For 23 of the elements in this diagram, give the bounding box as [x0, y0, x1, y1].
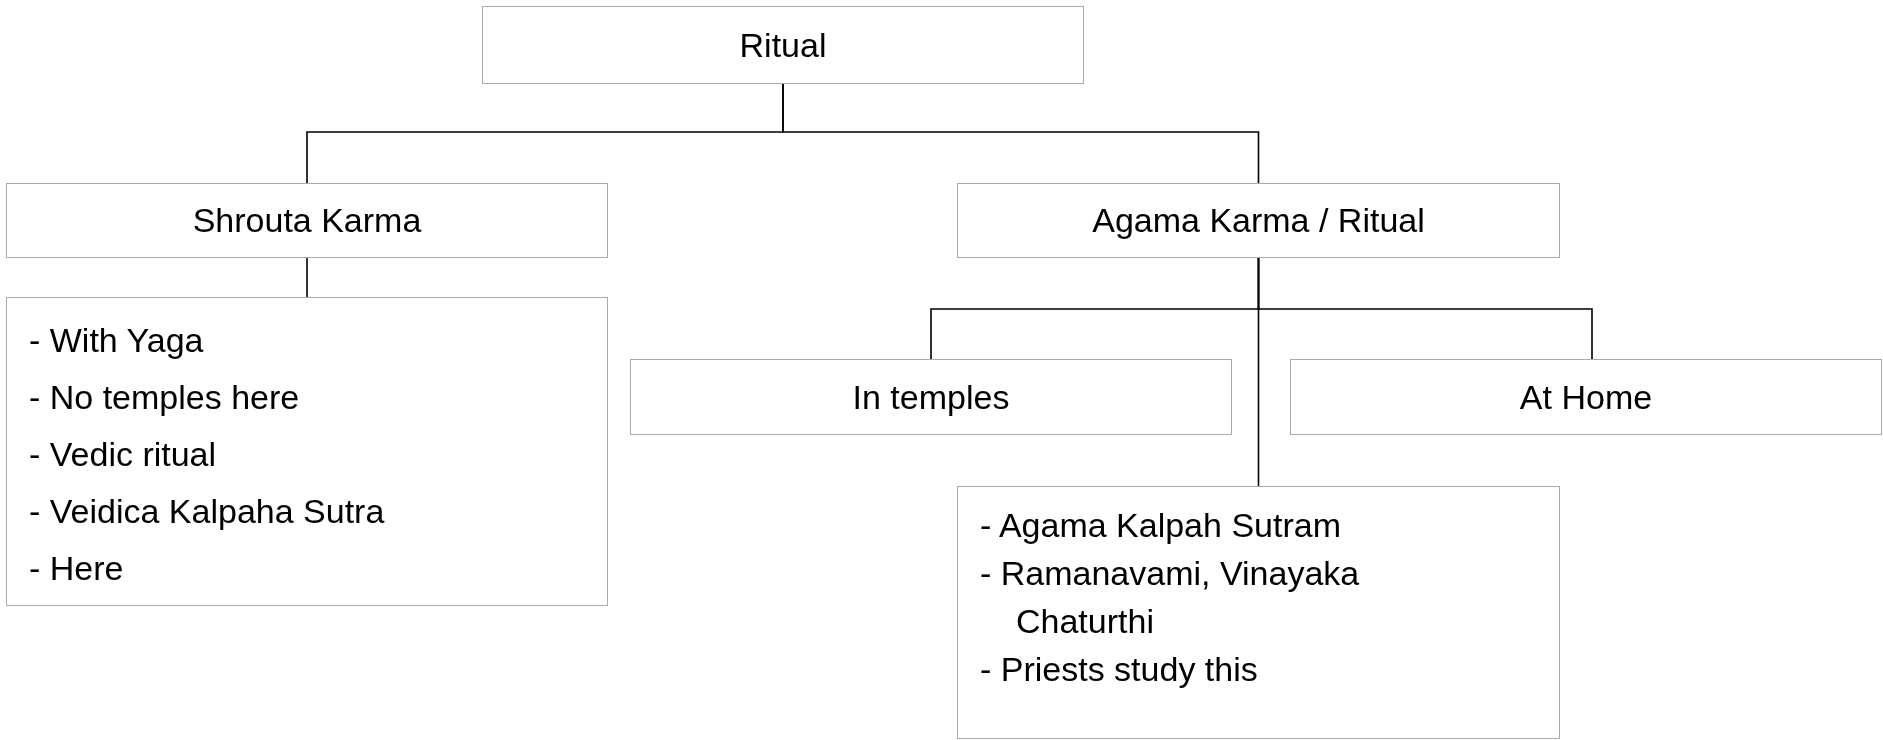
category-label: At Home [1519, 377, 1653, 417]
category-box [1290, 359, 1882, 435]
category-box [482, 6, 1084, 84]
list-item: - No temples here [29, 377, 301, 418]
list-item: - Veidica Kalpaha Sutra [29, 491, 386, 532]
list-item: - Priests study this [980, 649, 1259, 690]
connector-line [306, 257, 308, 298]
list-item: - Ramanavami, Vinayaka Chaturthi [980, 553, 1361, 642]
notes-box [957, 486, 1560, 739]
list-item: - Agama Kalpah Sutram [980, 505, 1342, 546]
notes-box [6, 297, 608, 606]
list-item: - Vedic ritual [29, 434, 218, 475]
list-item: - Here [29, 548, 125, 589]
category-box [630, 359, 1232, 435]
category-box [957, 183, 1560, 258]
list-item: - With Yaga [29, 320, 205, 361]
category-label: Agama Karma / Ritual [1092, 201, 1425, 240]
connector-line [1257, 257, 1260, 487]
category-label: Shrouta Karma [192, 201, 422, 240]
category-label: Ritual [739, 25, 827, 65]
connector-line [782, 83, 1260, 184]
category-box [6, 183, 608, 258]
category-label: In temples [852, 377, 1010, 417]
